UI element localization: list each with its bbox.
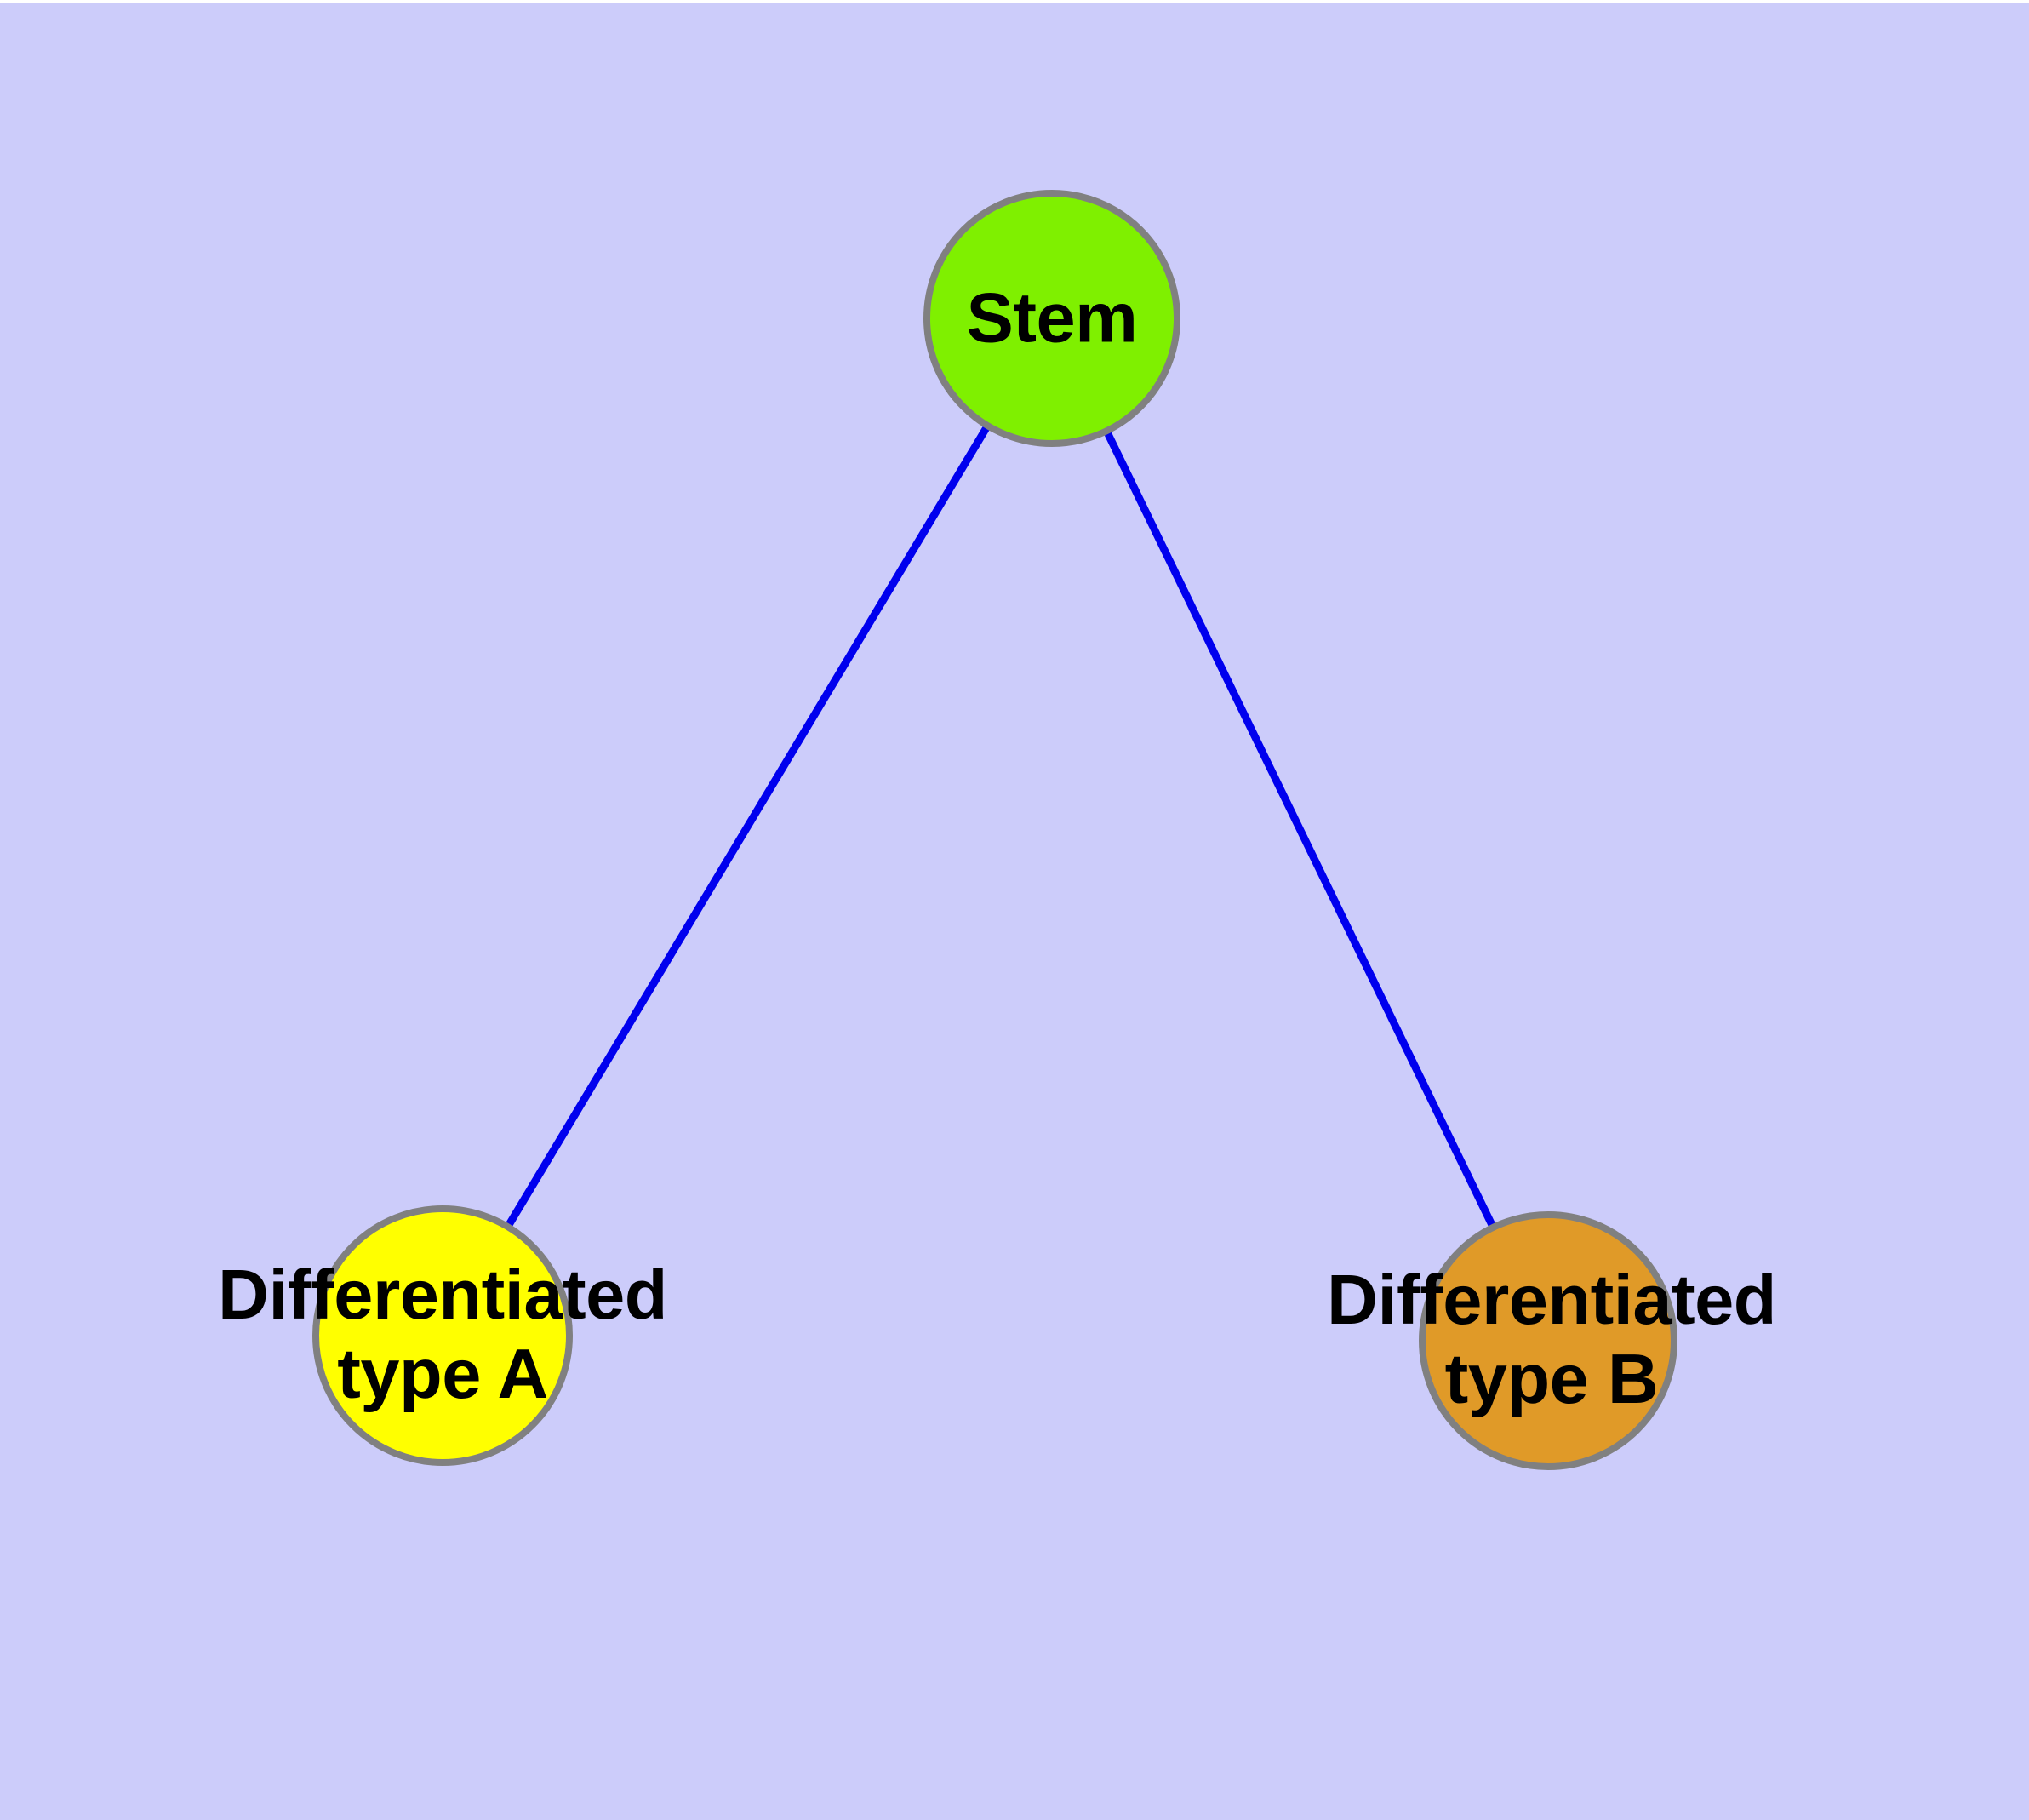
graph-svg bbox=[312, 190, 1677, 1470]
plot-background: Stem Differentiated type A Differentiate… bbox=[0, 3, 2029, 1820]
edges-group bbox=[439, 316, 1552, 1342]
nodes-group bbox=[312, 190, 1677, 1470]
edge-stem-to-type-a[interactable] bbox=[439, 316, 1055, 1338]
node-stem[interactable] bbox=[923, 190, 1180, 447]
node-differentiated-type-a[interactable] bbox=[312, 1205, 573, 1466]
node-differentiated-type-b[interactable] bbox=[1419, 1211, 1677, 1470]
edge-stem-to-type-b[interactable] bbox=[1048, 317, 1552, 1342]
